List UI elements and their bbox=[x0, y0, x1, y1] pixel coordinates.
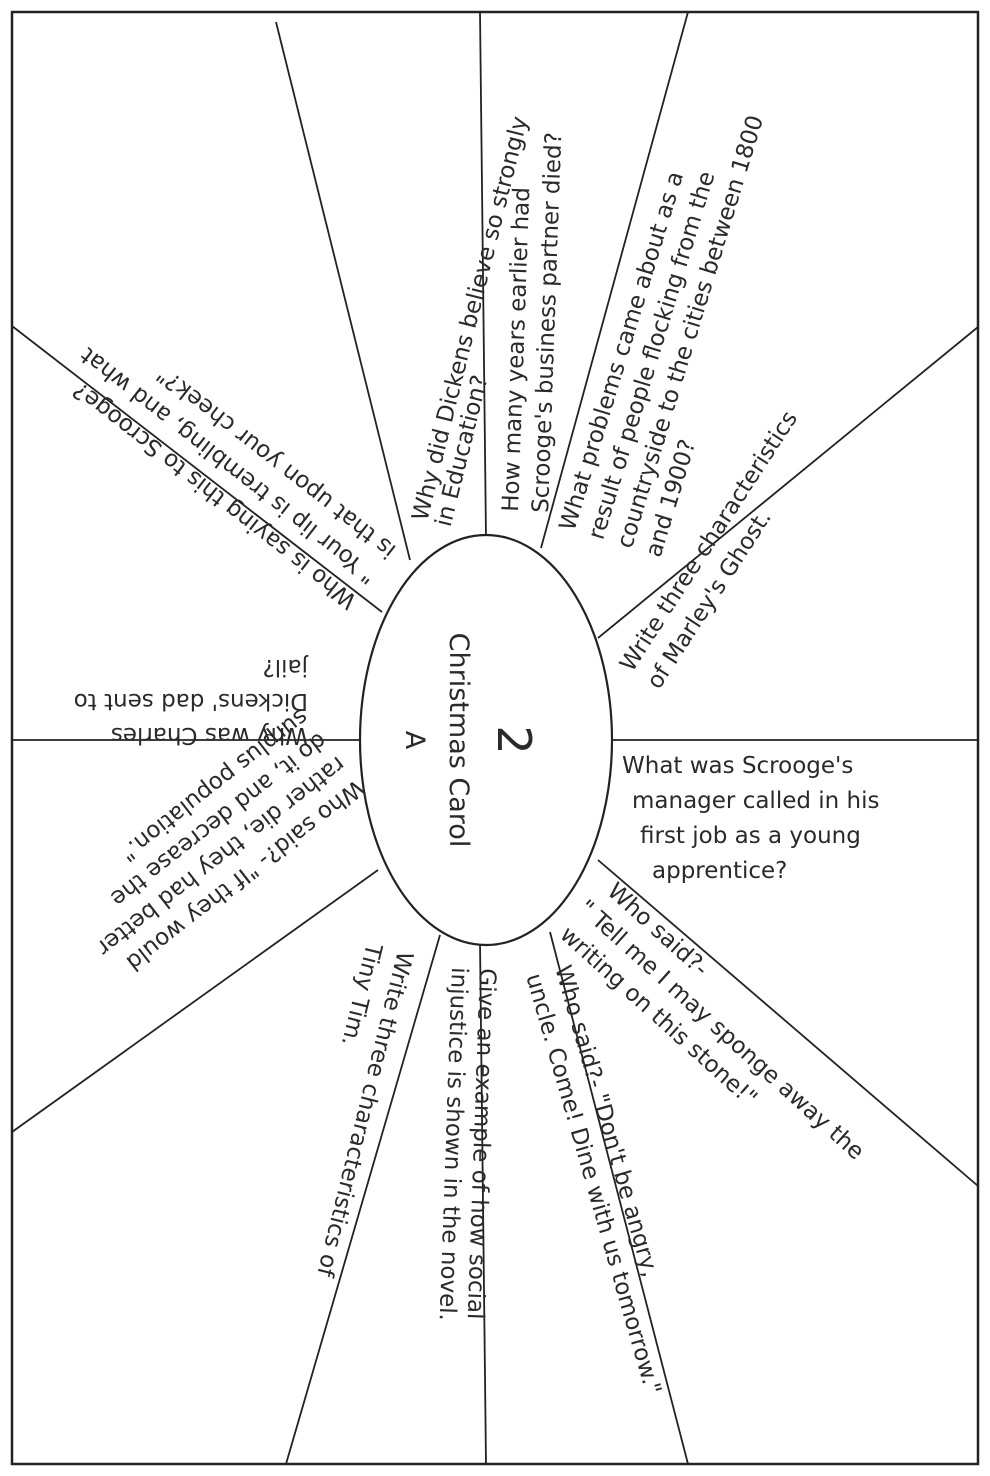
divider-line bbox=[549, 931, 689, 1465]
question-line: Why was Charles bbox=[111, 722, 308, 748]
spoke-dividers bbox=[11, 11, 979, 1465]
question-tiny-tim: Write three characteristics of Tiny Tim. bbox=[311, 940, 417, 1280]
question-lip-trembling: Who is saying this to Scrooge? " Your li… bbox=[68, 342, 401, 614]
divider-line bbox=[11, 869, 379, 1133]
divider-line bbox=[285, 934, 441, 1465]
title-number: 2 bbox=[487, 725, 541, 754]
divider-line bbox=[540, 11, 689, 549]
center-title: A Christmas Carol 2 bbox=[399, 633, 541, 848]
divider-line bbox=[479, 11, 487, 539]
divider-line bbox=[275, 21, 411, 561]
question-dickens-dad-jail: Why was Charles Dickens' dad sent to jai… bbox=[74, 654, 309, 748]
question-line: " Your lip is trembling, and what bbox=[76, 342, 382, 589]
question-line: apprentice? bbox=[652, 858, 787, 884]
question-line: first job as a young bbox=[640, 823, 861, 849]
title-christmas-carol: Christmas Carol bbox=[443, 633, 474, 848]
divider-line bbox=[11, 325, 383, 613]
question-line: jail? bbox=[263, 654, 309, 680]
question-years-partner-died: How many years earlier had Scrooge's bus… bbox=[498, 132, 567, 514]
divider-line bbox=[597, 326, 979, 639]
center-ellipse bbox=[358, 533, 614, 947]
question-scrooge-manager: What was Scrooge's manager called in his… bbox=[622, 753, 880, 884]
question-problems-flocking: What problems came about as a result of … bbox=[555, 112, 769, 560]
question-line: Dickens' dad sent to bbox=[74, 688, 308, 714]
question-line: manager called in his bbox=[632, 788, 880, 814]
question-social-injustice: Give an example of how social injustice … bbox=[434, 967, 500, 1322]
divider-line bbox=[597, 859, 979, 1187]
page-border bbox=[10, 10, 980, 1466]
question-line: What was Scrooge's bbox=[622, 753, 853, 779]
title-letter-a: A bbox=[399, 731, 430, 750]
divider-line bbox=[479, 941, 487, 1465]
